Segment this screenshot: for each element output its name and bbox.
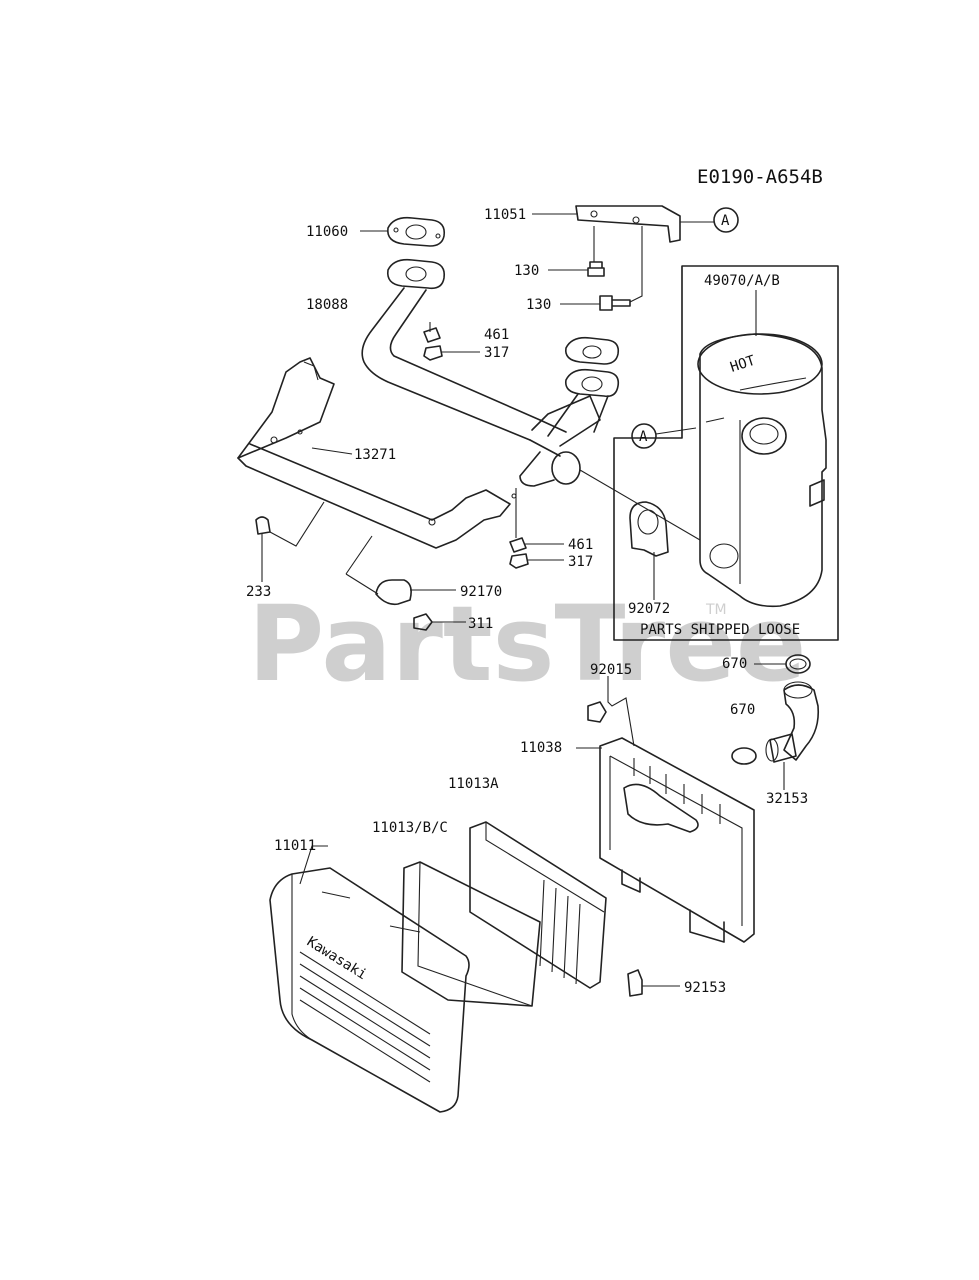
label-11051: 11051 bbox=[484, 207, 526, 223]
filter-11013bc bbox=[469, 821, 607, 989]
muffler-49070: HOT bbox=[697, 333, 827, 608]
label-92153: 92153 bbox=[684, 980, 726, 996]
label-317-b: 317 bbox=[568, 554, 593, 570]
hot-label: HOT bbox=[728, 353, 758, 376]
nut-317-b bbox=[509, 553, 529, 569]
clamp-92170 bbox=[375, 579, 412, 606]
nut-317-a bbox=[423, 345, 443, 361]
label-233: 233 bbox=[246, 584, 271, 600]
label-130-b: 130 bbox=[526, 297, 551, 313]
cover-11011: Kawasaki bbox=[269, 867, 470, 1113]
leader-lines bbox=[261, 213, 786, 987]
label-670-a: 670 bbox=[722, 656, 747, 672]
bolt-130-b bbox=[599, 295, 631, 311]
label-18088: 18088 bbox=[306, 297, 348, 313]
callout-a-top: A bbox=[713, 207, 739, 233]
washer-461-b bbox=[509, 537, 527, 553]
label-11060: 11060 bbox=[306, 224, 348, 240]
watermark: PartsTree bbox=[248, 583, 806, 705]
box-caption: PARTS SHIPPED LOOSE bbox=[640, 622, 800, 638]
heat-shield-13271 bbox=[237, 357, 517, 549]
svg-text:A: A bbox=[721, 213, 730, 229]
label-32153: 32153 bbox=[766, 791, 808, 807]
label-92015: 92015 bbox=[590, 662, 632, 678]
diagram-code: E0190-A654B bbox=[697, 166, 823, 188]
elbow-670 bbox=[783, 681, 820, 761]
gasket-11060 bbox=[387, 216, 446, 247]
callout-a-box: A bbox=[631, 423, 657, 449]
label-92072: 92072 bbox=[628, 601, 670, 617]
o-ring-small bbox=[731, 747, 757, 765]
washer-461-a bbox=[423, 327, 441, 343]
label-670-b: 670 bbox=[730, 702, 755, 718]
label-461-a: 461 bbox=[484, 327, 509, 343]
watermark-tm: TM bbox=[705, 602, 727, 618]
bolt-130-a bbox=[587, 261, 605, 277]
label-311: 311 bbox=[468, 616, 493, 632]
label-13271: 13271 bbox=[354, 447, 396, 463]
nut-92015 bbox=[587, 701, 607, 723]
fitting-32153 bbox=[765, 733, 797, 763]
label-11013a: 11013A bbox=[448, 776, 499, 792]
screw-92153 bbox=[627, 969, 643, 997]
exhaust-pipe-18088 bbox=[361, 258, 701, 541]
label-49070: 49070/A/B bbox=[704, 273, 780, 289]
part-labels: 11060 11051 130 130 18088 461 317 49070/… bbox=[246, 207, 808, 996]
screw-233 bbox=[255, 516, 271, 535]
label-11013bc: 11013/B/C bbox=[372, 820, 448, 836]
gasket-right bbox=[564, 336, 620, 365]
label-11011: 11011 bbox=[274, 838, 316, 854]
label-461-b: 461 bbox=[568, 537, 593, 553]
nut-311 bbox=[413, 613, 433, 631]
label-92170: 92170 bbox=[460, 584, 502, 600]
svg-text:A: A bbox=[639, 429, 648, 445]
bracket-11051 bbox=[575, 205, 681, 243]
label-11038: 11038 bbox=[520, 740, 562, 756]
label-130-a: 130 bbox=[514, 263, 539, 279]
air-cleaner-base-11038 bbox=[599, 737, 755, 943]
clamp-92072 bbox=[629, 501, 669, 557]
label-317-a: 317 bbox=[484, 345, 509, 361]
prefilter-11013a bbox=[401, 861, 541, 1007]
